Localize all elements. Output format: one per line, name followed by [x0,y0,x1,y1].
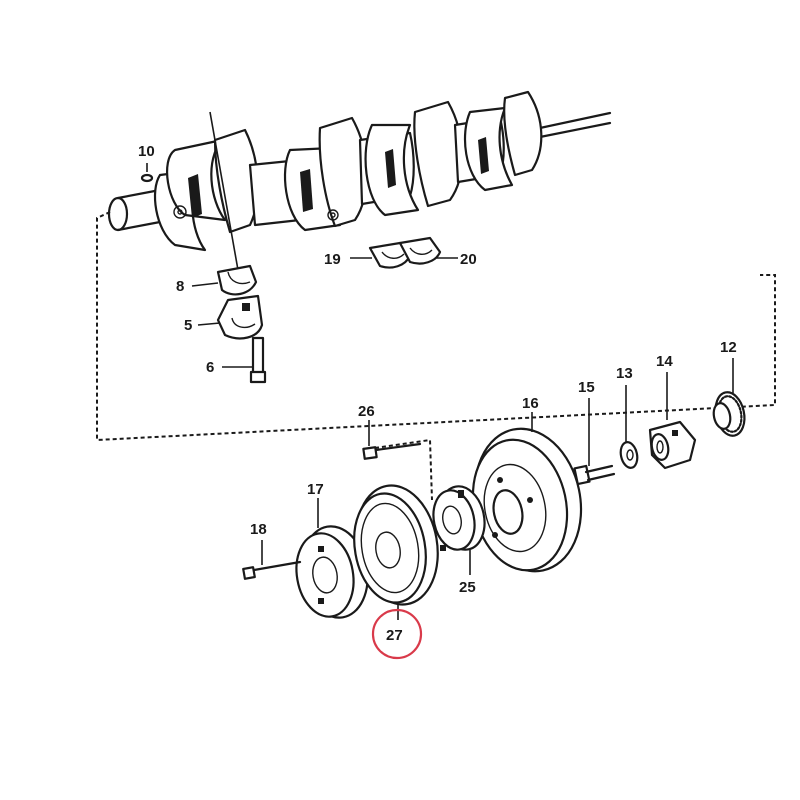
bearing-cap-5 [197,294,264,340]
callout-27: 27 [386,627,403,644]
assembly-lines [96,211,776,501]
callout-13: 13 [616,365,633,382]
pulley-27 [353,484,439,620]
nut-14 [648,372,697,470]
hub-25 [432,485,486,575]
callout-6: 6 [206,359,214,376]
pulley-17 [295,498,369,619]
bearing-shell-8 [191,264,258,296]
callout-17: 17 [307,481,324,498]
callout-8: 8 [176,278,184,295]
callout-25: 25 [459,579,476,596]
callout-16: 16 [522,395,539,412]
damper-16 [471,412,583,573]
bolt-18 [242,540,302,580]
part-10-key [140,163,154,183]
highlight-ring [371,608,423,660]
callout-20: 20 [460,251,477,268]
gear-12 [712,358,746,437]
callout-labels: 10 8 5 6 19 20 26 16 15 13 14 12 17 18 2… [138,143,737,644]
callout-10: 10 [138,143,155,160]
bolt-6 [222,336,267,384]
thrust-washers-19-20 [350,236,458,269]
washer-13 [619,385,639,469]
callout-5: 5 [184,317,192,334]
bolt-15 [573,398,616,486]
callout-15: 15 [578,379,595,396]
callout-18: 18 [250,521,267,538]
crankshaft [107,90,612,252]
callout-14: 14 [656,353,673,370]
callout-12: 12 [720,339,737,356]
callout-26: 26 [358,403,375,420]
callout-19: 19 [324,251,341,268]
bolt-26 [362,420,422,460]
